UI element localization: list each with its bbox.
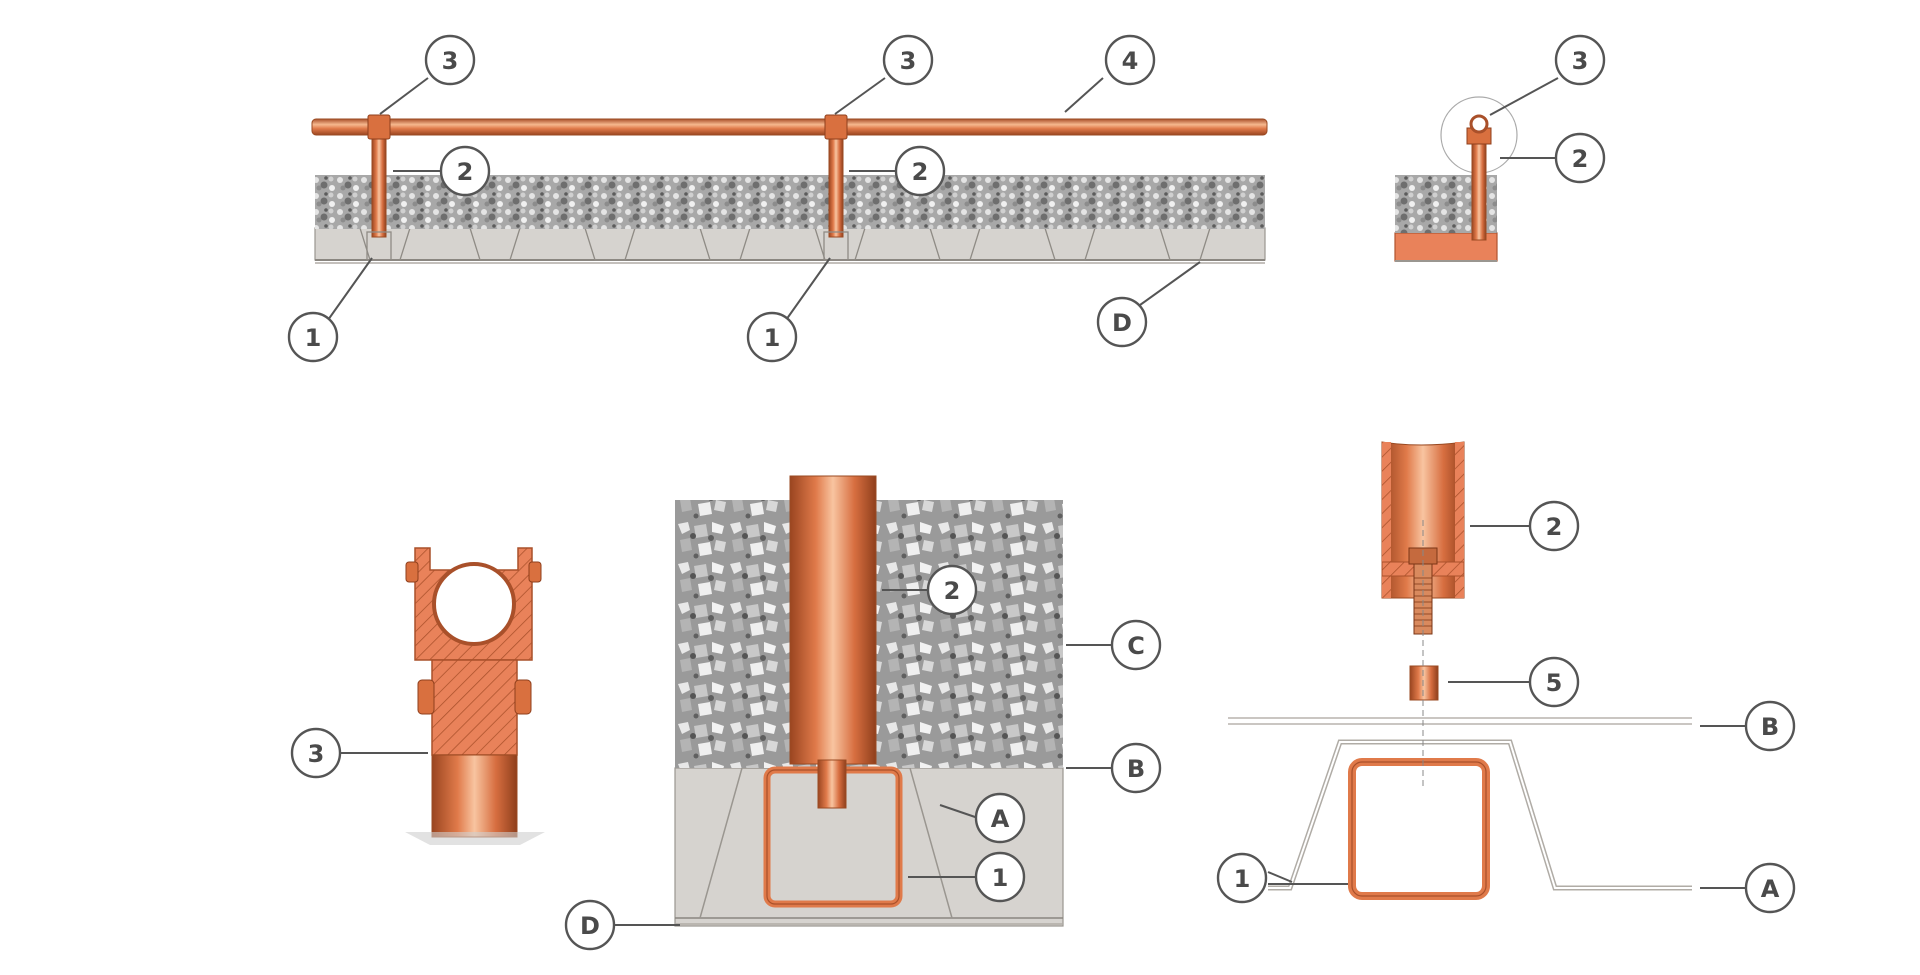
callout-a-right: A (1744, 862, 1796, 914)
callout-b-right: B (1744, 700, 1796, 752)
callout-label: 3 (442, 47, 459, 75)
callout-label: 1 (305, 324, 322, 352)
end-view (1394, 96, 1518, 262)
callout-label: D (1112, 309, 1132, 337)
callout-label: 2 (944, 577, 961, 605)
callout-d-top: D (1096, 296, 1148, 348)
anchor-right (823, 231, 849, 261)
callout-3-detail: 3 (290, 727, 342, 779)
callout-2-bolt: 2 (1528, 500, 1580, 552)
callout-a-center: A (974, 792, 1026, 844)
leader-lines (327, 77, 1748, 926)
callout-3-middle: 3 (882, 34, 934, 86)
callout-b-center: B (1110, 742, 1162, 794)
deck-ribs (359, 227, 1211, 261)
post-left (371, 132, 387, 238)
center-section (674, 475, 1064, 927)
bolt-detail (1228, 441, 1692, 900)
detail-square-tube (1348, 758, 1490, 900)
callout-label: 5 (1546, 669, 1563, 697)
callout-label: 3 (900, 47, 917, 75)
callout-5: 5 (1528, 656, 1580, 708)
callout-label: A (991, 805, 1010, 833)
center-post (789, 475, 877, 765)
clamp-body-lower (431, 659, 518, 756)
end-post (1471, 139, 1487, 241)
rail-section-circle (432, 562, 516, 646)
callout-3-left: 3 (424, 34, 476, 86)
callout-3-end: 3 (1554, 34, 1606, 86)
callout-label: 1 (764, 324, 781, 352)
callout-label: 2 (457, 158, 474, 186)
callout-2-end: 2 (1554, 132, 1606, 184)
callout-label: 1 (992, 864, 1009, 892)
post-right (828, 132, 844, 238)
callout-label: 1 (1234, 865, 1251, 893)
post-tube-section (431, 754, 518, 838)
callout-label: A (1761, 875, 1780, 903)
callout-1-right: 1 (1216, 852, 1268, 904)
callout-label: 3 (1572, 47, 1589, 75)
callout-2-center: 2 (926, 564, 978, 616)
anchor-left (366, 231, 392, 261)
end-rail-section (1469, 114, 1489, 134)
callout-label: 4 (1122, 47, 1139, 75)
callout-1-middle: 1 (746, 311, 798, 363)
clamp-right (824, 114, 848, 140)
insert-sleeve (1409, 665, 1439, 701)
callout-c: C (1110, 619, 1162, 671)
horizontal-rail (311, 118, 1268, 136)
bolt-stub (817, 759, 847, 809)
callout-1-left: 1 (287, 311, 339, 363)
clamp-left (367, 114, 391, 140)
callout-1-center: 1 (974, 851, 1026, 903)
callout-label: B (1761, 713, 1779, 741)
callout-label: D (580, 912, 600, 940)
callout-2-left: 2 (439, 145, 491, 197)
callout-label: 2 (912, 158, 929, 186)
callout-d-center: D (564, 899, 616, 951)
callout-label: 3 (308, 740, 325, 768)
deck-strip (314, 227, 1266, 261)
callout-label: 2 (1546, 513, 1563, 541)
clamp-section-detail (405, 547, 545, 845)
callout-label: C (1127, 632, 1145, 660)
elevation-view (311, 114, 1268, 264)
callout-label: 2 (1572, 145, 1589, 173)
callout-2-middle: 2 (894, 145, 946, 197)
callout-label: B (1127, 755, 1145, 783)
callout-4: 4 (1104, 34, 1156, 86)
